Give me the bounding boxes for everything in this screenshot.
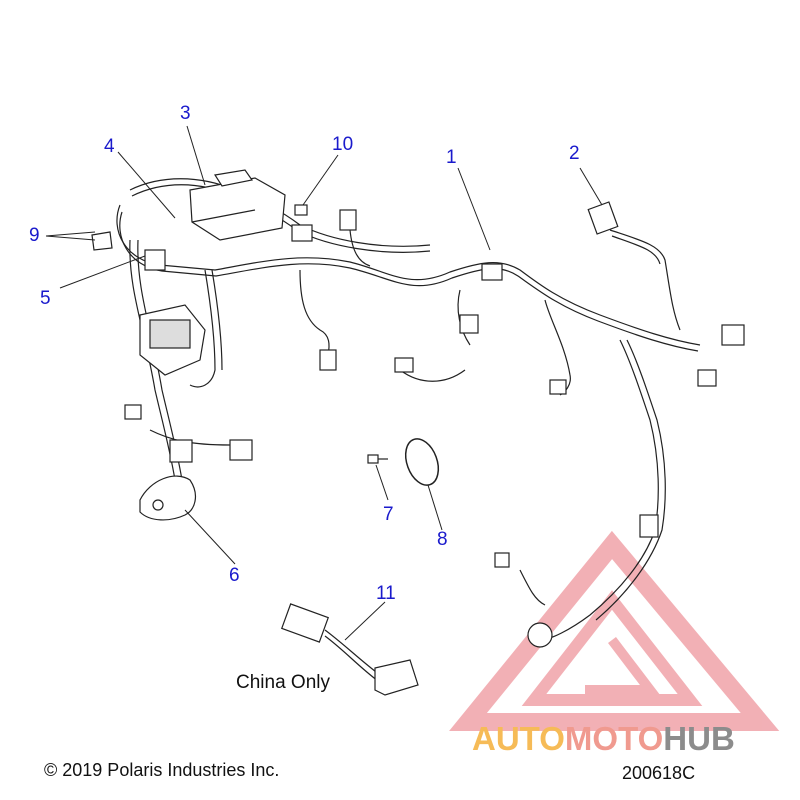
callout-9: 9 [29, 225, 40, 246]
callout-10: 10 [332, 134, 354, 155]
connectors [91, 201, 745, 648]
watermark-logo [449, 530, 780, 731]
leader-lines [45, 125, 603, 641]
watermark-text: AUTOMOTOHUB [472, 720, 735, 758]
callout-11: 11 [376, 583, 396, 604]
watermark-part-3: HUB [663, 720, 735, 757]
callout-1: 1 [446, 147, 457, 168]
china-only-note: China Only [236, 672, 330, 693]
figure-code: 200618C [622, 763, 696, 783]
callout-5: 5 [40, 288, 51, 309]
tie-strap [404, 438, 440, 486]
callout-2: 2 [569, 143, 580, 164]
callout-4: 4 [104, 136, 115, 157]
relay-block [139, 304, 206, 376]
callout-7: 7 [383, 504, 394, 525]
bracket [139, 475, 197, 521]
watermark-part-1: AUTO [472, 720, 565, 757]
main-harness [116, 178, 701, 641]
adapter-harness [280, 603, 419, 696]
callout-8: 8 [437, 529, 448, 550]
watermark-part-2: MOTO [564, 720, 664, 757]
module-box [189, 169, 286, 241]
callout-3: 3 [180, 103, 191, 124]
copyright-text: © 2019 Polaris Industries Inc. [44, 760, 280, 780]
callout-6: 6 [229, 565, 240, 586]
